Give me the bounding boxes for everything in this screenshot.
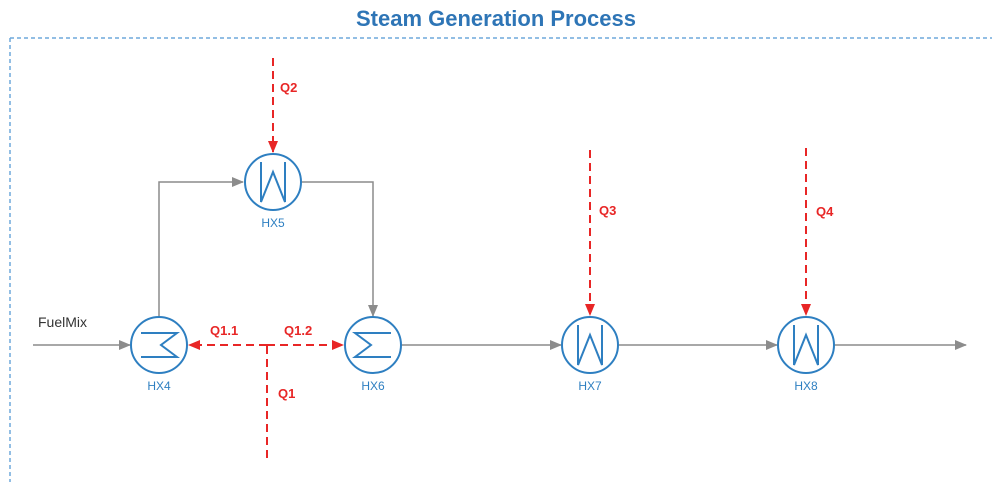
q4-label: Q4 <box>816 204 834 219</box>
heat-exchanger-hx6[interactable] <box>344 316 402 374</box>
q1-2-label: Q1.2 <box>284 323 312 338</box>
heat-exchanger-hx5[interactable] <box>244 153 302 211</box>
heat-exchanger-hx8[interactable] <box>777 316 835 374</box>
heat-exchanger-hx4[interactable] <box>130 316 188 374</box>
hx4-label: HX4 <box>147 379 171 393</box>
q1-1-label: Q1.1 <box>210 323 238 338</box>
q2-label: Q2 <box>280 80 297 95</box>
hx7-label: HX7 <box>578 379 602 393</box>
stream-hx5-to-hx6[interactable] <box>302 181 378 317</box>
stream-hx4-to-hx5[interactable] <box>158 177 244 318</box>
hx6-label: HX6 <box>361 379 385 393</box>
q1-label: Q1 <box>278 386 295 401</box>
fuelmix-label: FuelMix <box>38 314 87 330</box>
q3-label: Q3 <box>599 203 616 218</box>
hx8-label: HX8 <box>794 379 818 393</box>
diagram-title: Steam Generation Process <box>355 6 636 31</box>
heat-exchanger-hx7[interactable] <box>561 316 619 374</box>
hx5-label: HX5 <box>261 216 285 230</box>
